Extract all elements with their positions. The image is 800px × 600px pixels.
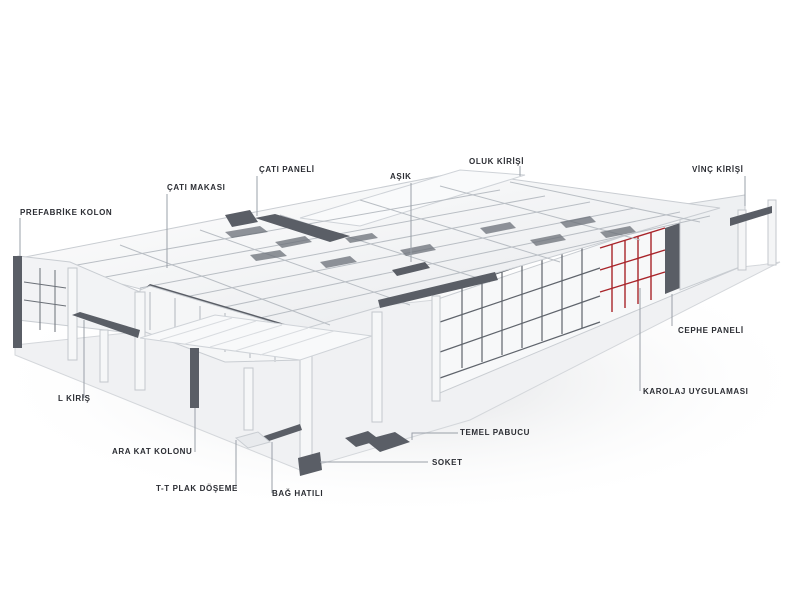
- cephe-paneli-panel: [665, 223, 680, 294]
- tt-plak-ribs: [159, 317, 335, 356]
- label-asik: AŞIK: [390, 172, 412, 181]
- label-bag-hatili: BAĞ HATILI: [272, 489, 324, 498]
- column-mid: [371, 311, 383, 423]
- cati-paneli-panel: [255, 214, 350, 242]
- l-kiris-beam: [72, 312, 140, 338]
- end-column-2: [767, 199, 777, 266]
- column-inner-1: [99, 329, 109, 383]
- label-l-kiris: L KİRİŞ: [58, 394, 91, 403]
- label-karolaj-uygulamasi: KAROLAJ UYGULAMASI: [643, 387, 749, 396]
- eave-beam: [378, 272, 498, 308]
- temel-pabucu-block: [365, 432, 410, 452]
- column-front-1: [134, 291, 146, 391]
- label-ara-kat-kolonu: ARA KAT KOLONU: [112, 447, 193, 456]
- oluk-kirisi-strip: [299, 169, 526, 227]
- foundation-pad-2: [345, 431, 380, 447]
- label-prefabrike-kolon: PREFABRİKE KOLON: [20, 208, 113, 217]
- asik-beam: [392, 262, 430, 276]
- bag-hatili-beam: [258, 424, 302, 444]
- ara-kat-kolonu: [190, 348, 199, 408]
- label-temel-pabucu: TEMEL PABUCU: [460, 428, 531, 437]
- roof-openings: [225, 216, 636, 268]
- label-cati-paneli: ÇATI PANELİ: [259, 165, 315, 174]
- left-window-grid: [23, 268, 67, 332]
- end-column-1: [737, 209, 747, 271]
- label-vinc-kirisi: VİNÇ KİRİŞİ: [692, 165, 744, 174]
- vinc-kirisi-beam: [730, 206, 772, 226]
- cati-panel-left: [225, 210, 258, 227]
- prefabrike-kolon: [13, 256, 22, 348]
- column-facade-1: [431, 295, 441, 402]
- column-inner-2: [243, 367, 254, 431]
- label-tt-plak-doseme: T-T PLAK DÖŞEME: [156, 484, 238, 493]
- foundation-pad-1: [234, 431, 272, 449]
- label-cephe-paneli: CEPHE PANELİ: [678, 326, 744, 335]
- tt-plak-slab: [139, 314, 373, 361]
- label-cati-makasi: ÇATI MAKASI: [167, 183, 226, 192]
- roof-purlins: [59, 181, 711, 326]
- leader-lines: [19, 166, 746, 493]
- soket-block: [298, 452, 322, 476]
- label-soket: SOKET: [432, 458, 463, 467]
- karolaj-grid: [599, 227, 666, 312]
- label-oluk-kirisi: OLUK KİRİŞİ: [469, 157, 525, 166]
